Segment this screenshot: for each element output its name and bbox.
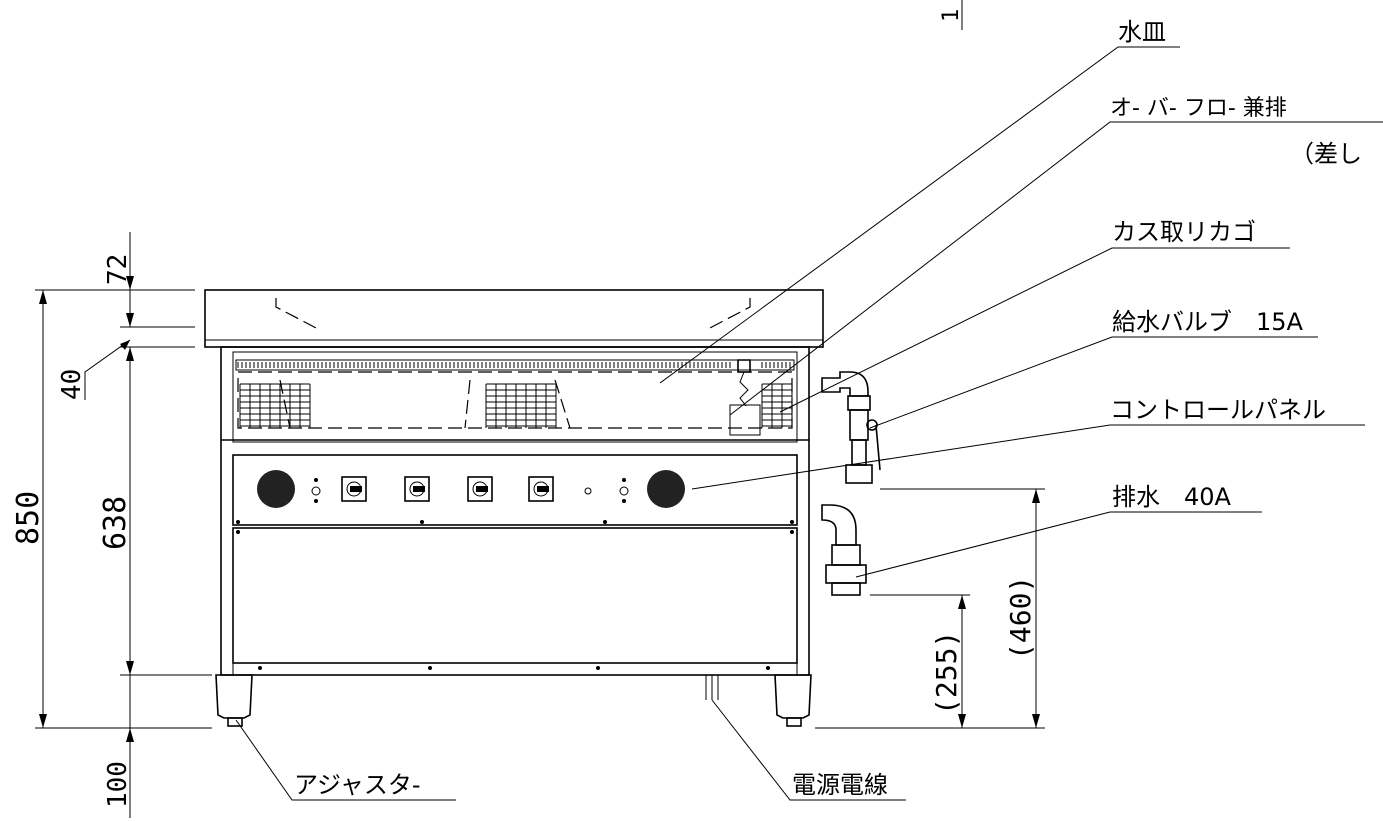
- dim-460: (460): [1004, 576, 1037, 660]
- rotary-switch-2: [404, 476, 430, 502]
- label-control-panel: コントロールパネル: [1110, 396, 1326, 424]
- dim-100: 100: [103, 761, 133, 808]
- label-adjuster: アジャスタ-: [294, 771, 421, 799]
- drain-chain: [729, 359, 761, 436]
- vent-strip: [235, 359, 795, 371]
- dimension-lines: [35, 0, 1045, 818]
- dim-638: 638: [98, 496, 133, 550]
- rotary-switch-4: [528, 476, 554, 502]
- speaker-left: [257, 470, 295, 508]
- label-overflow-sub: （差し: [1290, 140, 1362, 168]
- speaker-right: [647, 470, 685, 508]
- indicator-left: [311, 486, 321, 496]
- dim-72: 72: [103, 254, 133, 285]
- dim-850: 850: [11, 491, 46, 545]
- label-overflow: オ- バ- フロ- 兼排: [1110, 96, 1287, 121]
- indicator-right: [619, 486, 629, 496]
- basket-mesh: [239, 383, 793, 428]
- label-debris-basket: カス取リカゴ: [1112, 218, 1256, 246]
- label-power-cord: 電源電線: [792, 771, 888, 799]
- indicator-mid: [584, 487, 592, 495]
- dim-1: 1: [939, 9, 964, 22]
- dim-40: 40: [57, 369, 87, 400]
- rotary-switch-1: [341, 476, 367, 502]
- callout-labels: 水皿 オ- バ- フロ- 兼排 （差し カス取リカゴ 給水バルブ 15A コント…: [294, 18, 1362, 799]
- machine-body: [204, 289, 824, 676]
- dim-255: (255): [930, 631, 963, 715]
- label-water-tray: 水皿: [1118, 18, 1166, 46]
- leader-lines: [235, 46, 1383, 801]
- label-drain: 排水 40A: [1112, 483, 1232, 511]
- adjuster-legs: [215, 674, 812, 727]
- dimension-values: 72 40 850 638 100 (460) (255) 1: [11, 9, 1037, 808]
- label-water-valve: 給水バルブ 15A: [1112, 308, 1304, 336]
- control-panel-plate: [232, 454, 798, 526]
- water-valve-pipe: [821, 371, 881, 484]
- rotary-switch-3: [467, 476, 493, 502]
- control-panel-elements: [236, 470, 794, 670]
- power-cord: [705, 675, 719, 700]
- lower-door: [232, 527, 798, 664]
- drain-pipe: [821, 504, 867, 596]
